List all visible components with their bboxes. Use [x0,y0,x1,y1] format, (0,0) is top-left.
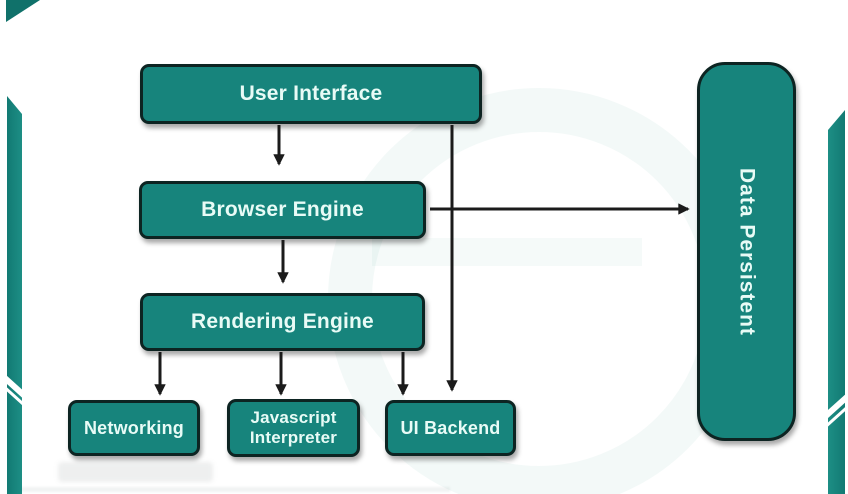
watermark-text-blob [58,462,213,482]
node-browser-engine-label: Browser Engine [201,197,364,221]
node-ui-backend: UI Backend [385,400,516,456]
node-networking: Networking [68,400,200,456]
node-javascript-interpreter-label: Javascript Interpreter [249,408,338,447]
node-data-persistent: Data Persistent [697,62,796,441]
node-user-interface: User Interface [140,64,482,124]
node-data-persistent-label: Data Persistent [735,167,759,336]
node-user-interface-label: User Interface [239,81,383,105]
node-browser-engine: Browser Engine [139,181,426,239]
node-networking-label: Networking [83,417,184,438]
node-rendering-engine: Rendering Engine [140,293,425,351]
node-ui-backend-label: UI Backend [400,417,501,438]
node-rendering-engine-label: Rendering Engine [191,309,374,333]
watermark-bottom-strip [10,487,450,492]
logo-watermark-bar [372,238,642,266]
node-javascript-interpreter: Javascript Interpreter [227,399,360,457]
